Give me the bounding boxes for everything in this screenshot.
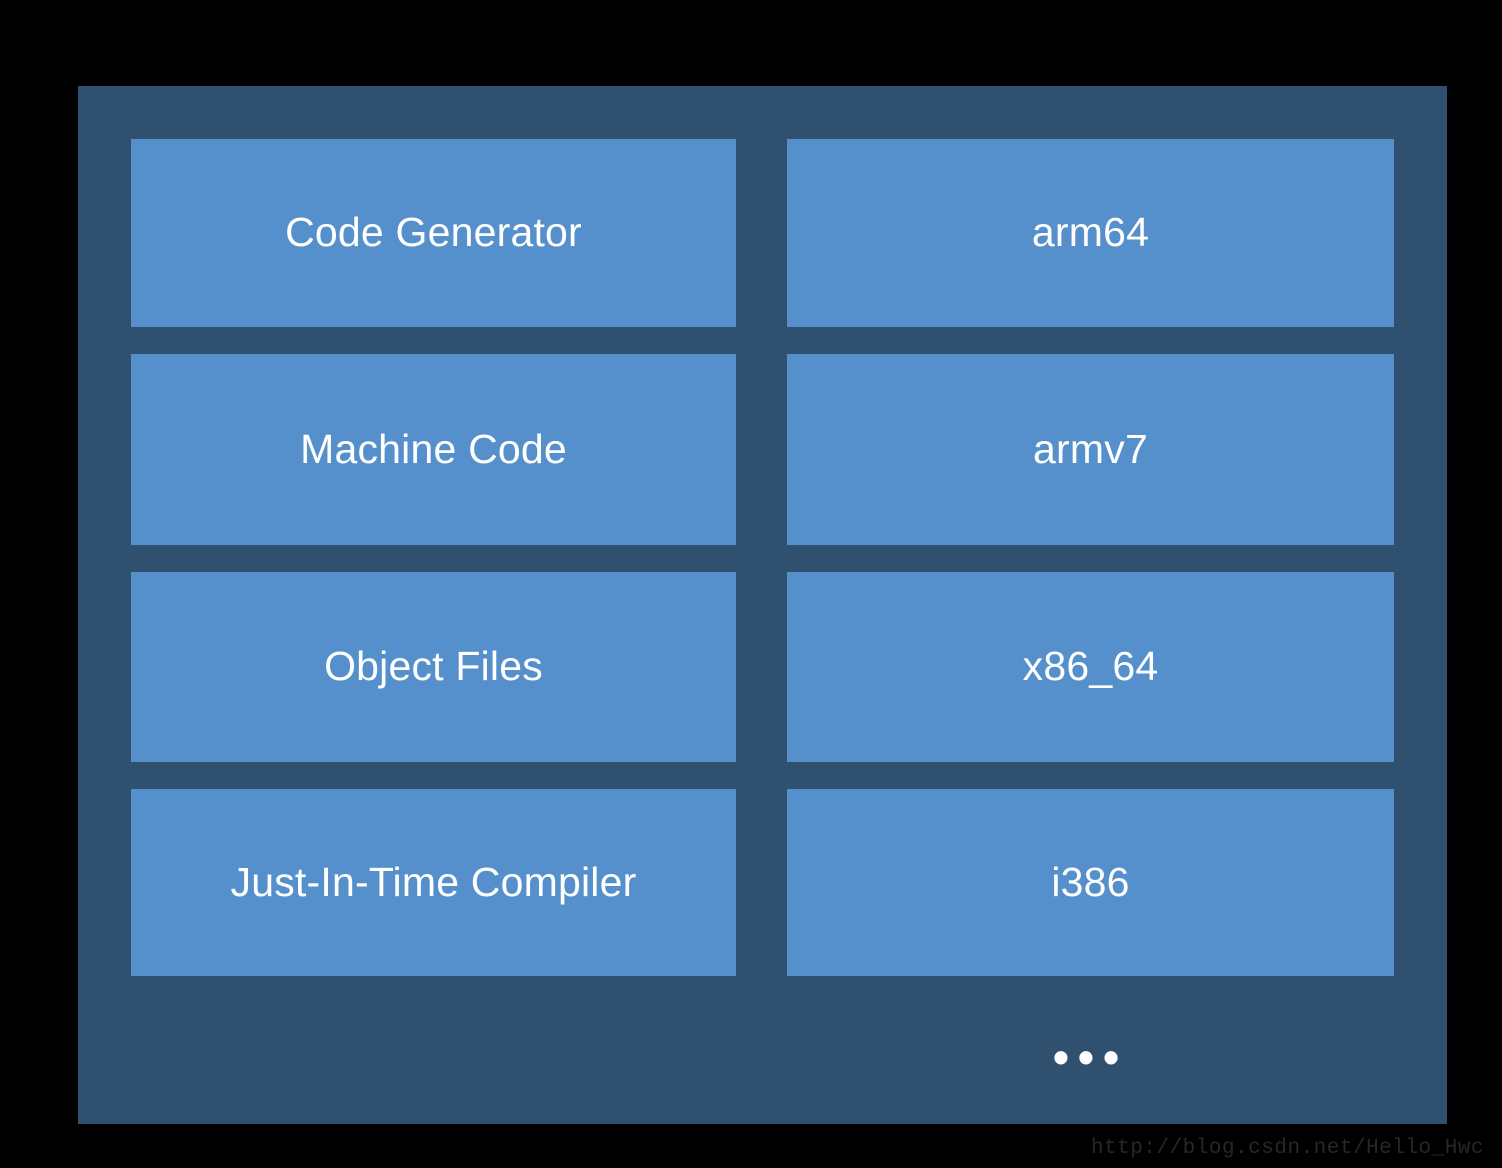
left-cell-code-generator-label: Code Generator <box>285 209 582 256</box>
left-cell-just-in-time-compiler[interactable]: Just-In-Time Compiler <box>131 789 736 976</box>
left-cell-machine-code-label: Machine Code <box>300 425 567 472</box>
right-cell-armv7[interactable]: armv7 <box>787 354 1394 545</box>
left-cell-just-in-time-compiler-label: Just-In-Time Compiler <box>230 858 637 905</box>
left-cell-code-generator[interactable]: Code Generator <box>131 139 736 327</box>
left-cell-object-files[interactable]: Object Files <box>131 572 736 762</box>
more-architectures-ellipsis: ••• <box>787 1022 1394 1112</box>
right-column: arm64 armv7 x86_64 i386 <box>787 139 1394 976</box>
left-cell-machine-code[interactable]: Machine Code <box>131 354 736 545</box>
right-cell-x86-64-label: x86_64 <box>1022 643 1159 690</box>
right-cell-arm64[interactable]: arm64 <box>787 139 1394 327</box>
watermark-url: http://blog.csdn.net/Hello_Hwc <box>1090 1137 1484 1160</box>
left-column: Code Generator Machine Code Object Files… <box>131 139 736 976</box>
right-cell-i386[interactable]: i386 <box>787 789 1394 976</box>
right-cell-i386-label: i386 <box>1051 858 1130 905</box>
right-cell-armv7-label: armv7 <box>1033 425 1148 472</box>
ellipsis-dots-icon: ••• <box>1052 1031 1129 1083</box>
right-cell-arm64-label: arm64 <box>1031 209 1150 256</box>
right-cell-x86-64[interactable]: x86_64 <box>787 572 1394 762</box>
diagram-panel: Code Generator Machine Code Object Files… <box>78 86 1447 1124</box>
left-cell-object-files-label: Object Files <box>324 643 543 690</box>
